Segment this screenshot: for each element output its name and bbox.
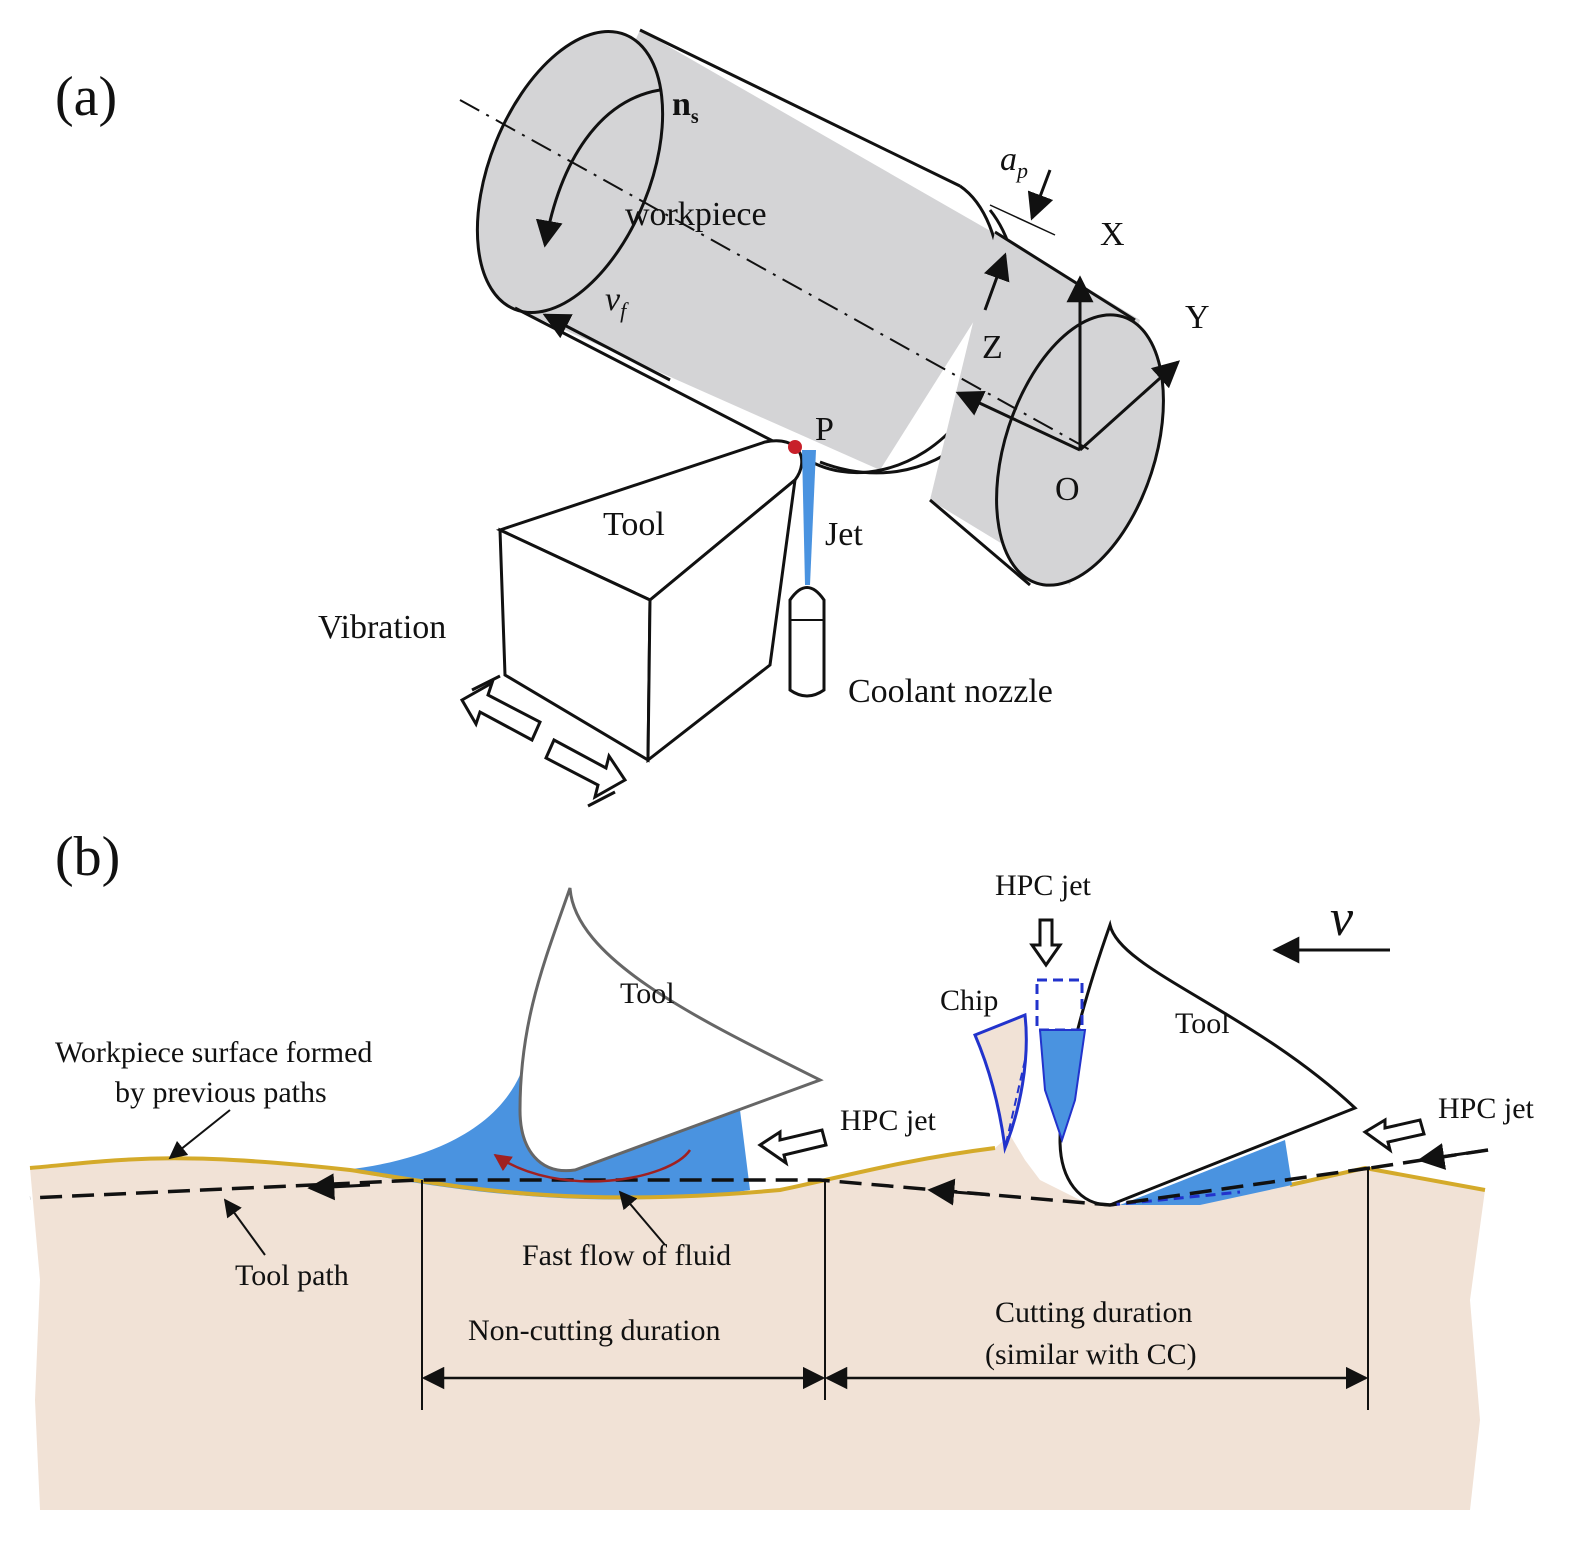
hpc-jet-left-label: HPC jet — [840, 1104, 937, 1137]
spindle-speed-label: ns — [672, 86, 699, 128]
panel-b-label: (b) — [55, 826, 120, 888]
chip-dash — [1004, 1059, 1026, 1149]
tool-left-shape — [518, 887, 824, 1173]
point-p — [788, 440, 802, 454]
hpc-jet-top-label: HPC jet — [995, 869, 1092, 902]
vibration-arrows — [459, 674, 628, 808]
tool-path-arrow-left — [307, 1173, 371, 1201]
tool-block — [495, 439, 804, 764]
axis-x-label: X — [1100, 216, 1125, 253]
surface-label-line2: by previous paths — [115, 1076, 327, 1109]
tool-path-label: Tool path — [235, 1259, 349, 1292]
chip-label: Chip — [940, 984, 998, 1017]
axis-z-arrow — [955, 391, 1081, 452]
tool-right-label: Tool — [1175, 1007, 1230, 1040]
hpc-jet-right-arrow — [1362, 1117, 1426, 1154]
coolant-nozzle-label: Coolant nozzle — [848, 673, 1053, 710]
feed-arrow — [542, 313, 671, 382]
workpiece-cylinder — [475, 28, 1020, 475]
tool-path-arrow-right — [1417, 1143, 1489, 1170]
hpc-jet-top-arrow — [1029, 918, 1063, 968]
feed-velocity-label: vf — [605, 281, 629, 323]
axis-y-label: Y — [1185, 299, 1210, 336]
hpc-jet-left-arrow — [757, 1128, 828, 1167]
vibration-label: Vibration — [318, 609, 446, 646]
fast-flow-arrow — [493, 1149, 692, 1183]
workpiece-material — [30, 1135, 1485, 1510]
workpiece-surface — [29, 1146, 996, 1200]
tool-path-leader — [223, 1198, 266, 1256]
coolant-nozzle — [788, 586, 826, 698]
workpiece-label: workpiece — [625, 196, 767, 233]
tool-right-shape — [1058, 919, 1358, 1207]
tool-path-arrow-mid — [927, 1178, 991, 1206]
jet-label: Jet — [825, 516, 863, 553]
axis-y-arrow — [1078, 360, 1181, 452]
velocity-label: v — [1330, 890, 1354, 947]
depth-ext-line — [989, 204, 1056, 236]
surface-leader — [168, 1109, 231, 1160]
depth-arrow-top — [1027, 169, 1054, 221]
fast-flow-label: Fast flow of fluid — [522, 1239, 731, 1272]
depth-arrow-bottom — [983, 252, 1010, 311]
panel-a-label: (a) — [55, 66, 117, 128]
coolant-fluid-right-bottom — [1120, 1140, 1292, 1205]
rotation-arrow — [535, 88, 661, 248]
axis-centerline — [459, 99, 1091, 451]
hpc-jet-right-label: HPC jet — [1438, 1092, 1535, 1125]
axis-z-label: Z — [982, 329, 1003, 366]
origin-label: O — [1055, 471, 1080, 508]
tool-left-label: Tool — [620, 977, 675, 1010]
cutting-label-line1: Cutting duration — [995, 1296, 1193, 1329]
point-p-label: P — [815, 411, 834, 448]
panel-b: (b) Tool Tool Chip HPC jet HPC jet HPC j… — [29, 826, 1535, 1510]
depth-of-cut-label: ap — [1000, 141, 1028, 183]
surface-label-line1: Workpiece surface formed — [55, 1036, 372, 1069]
non-cutting-label: Non-cutting duration — [468, 1314, 720, 1347]
hpc-jet-top-dashed — [1035, 978, 1084, 1032]
tool-label-a: Tool — [603, 506, 665, 543]
coolant-jet — [802, 450, 816, 585]
panel-a: (a) ns workpiece vf — [55, 28, 1210, 808]
chip-shape — [973, 1012, 1028, 1154]
hpc-jet-top-fluid — [1038, 1029, 1087, 1144]
cutting-label-line2: (similar with CC) — [985, 1338, 1197, 1371]
fast-flow-leader — [618, 1190, 666, 1246]
